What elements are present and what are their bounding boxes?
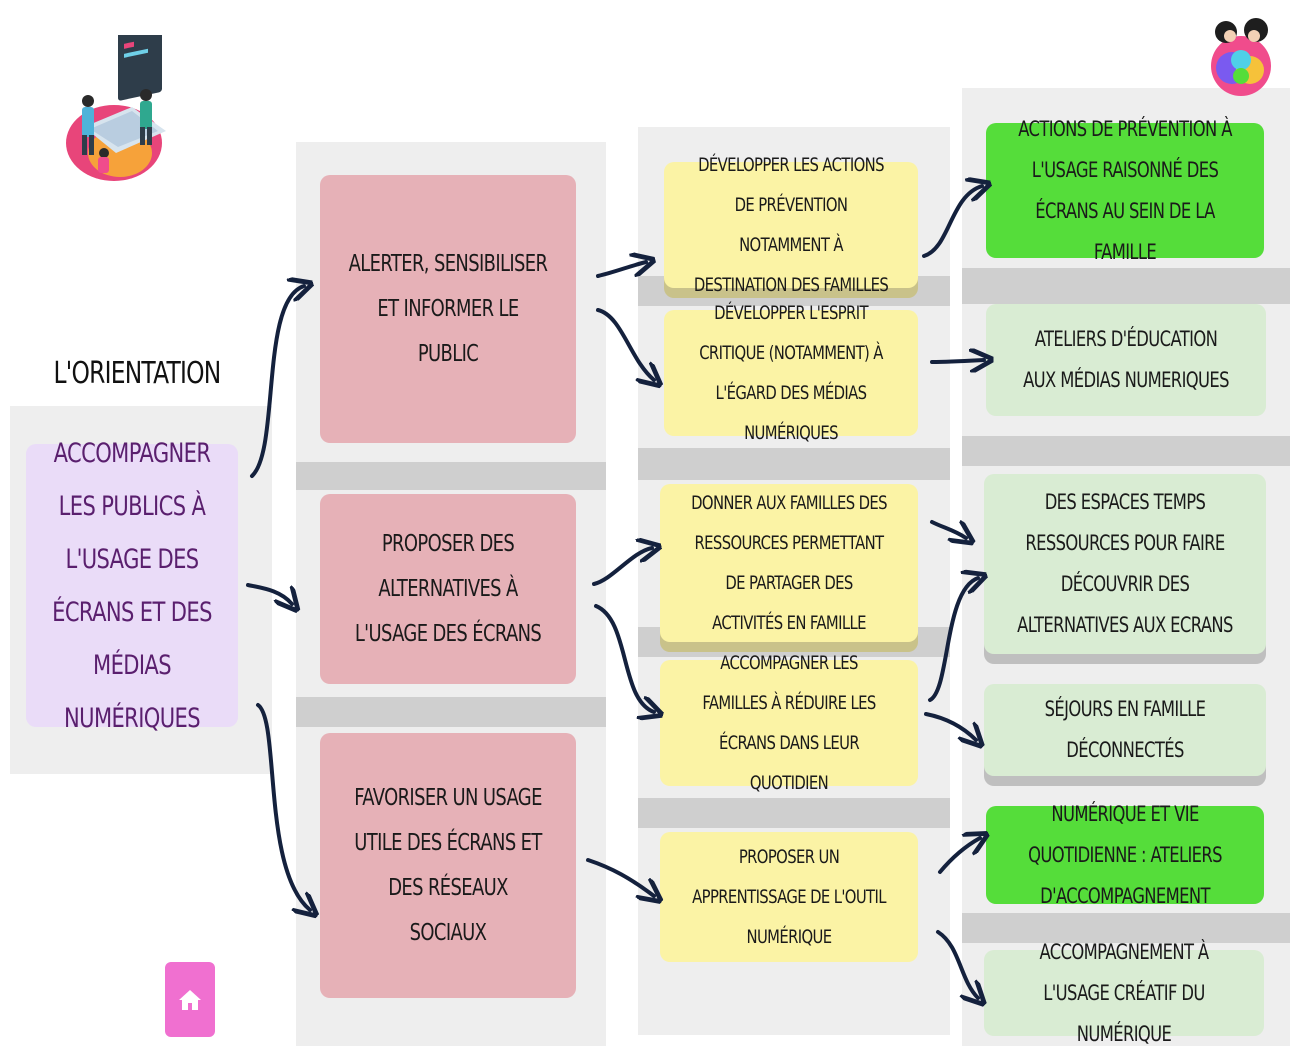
separator	[638, 448, 950, 480]
home-button[interactable]	[165, 962, 215, 1037]
action-box-prevention: ACTIONS DE PRÉVENTION À L'USAGE RAISONNÉ…	[986, 117, 1264, 264]
action-box-resource-spaces: DES ESPACES TEMPS RESSOURCES POUR FAIRE …	[984, 474, 1266, 654]
objective-box-alert: ALERTER, SENSIBILISER ET INFORMER LE PUB…	[320, 175, 576, 443]
action-box-daily-digital: NUMÉRIQUE ET VIE QUOTIDIENNE : ATELIERS …	[986, 802, 1264, 908]
objective-box-useful-usage: FAVORISER UN USAGE UTILE DES ÉCRANS ET D…	[320, 733, 576, 998]
action-box-creative-usage: ACCOMPAGNEMENT À L'USAGE CRÉATIF DU NUMÉ…	[984, 940, 1264, 1046]
separator	[296, 697, 606, 727]
root-objective-box: ACCOMPAGNER LES PUBLICS À L'USAGE DES ÉC…	[26, 438, 238, 734]
home-icon	[179, 989, 201, 1010]
action-box-disconnected-stays: SÉJOURS EN FAMILLE DÉCONNECTÉS	[984, 684, 1266, 776]
separator	[962, 913, 1290, 943]
measure-box-critical-thinking: DÉVELOPPER L'ESPRIT CRITIQUE (NOTAMMENT)…	[664, 302, 918, 444]
separator	[296, 462, 606, 490]
laptop-people-illustration	[62, 22, 172, 185]
measure-box-prevention: DÉVELOPPER LES ACTIONS DE PRÉVENTION NOT…	[664, 154, 918, 296]
measure-box-learning: PROPOSER UN APPRENTISSAGE DE L'OUTIL NUM…	[660, 832, 918, 962]
action-box-media-workshops: ATELIERS D'ÉDUCATION AUX MÉDIAS NUMERIQU…	[986, 304, 1266, 416]
family-logo	[1202, 10, 1280, 96]
objective-box-alternatives: PROPOSER DES ALTERNATIVES À L'USAGE DES …	[320, 494, 576, 684]
separator	[638, 798, 950, 828]
measure-box-resources: DONNER AUX FAMILLES DES RESSOURCES PERME…	[660, 484, 918, 642]
orientation-heading: L'ORIENTATION	[53, 356, 222, 391]
separator	[962, 268, 1290, 304]
separator	[962, 436, 1290, 466]
measure-box-reduce-screens: ACCOMPAGNER LES FAMILLES À RÉDUIRE LES É…	[660, 652, 918, 794]
